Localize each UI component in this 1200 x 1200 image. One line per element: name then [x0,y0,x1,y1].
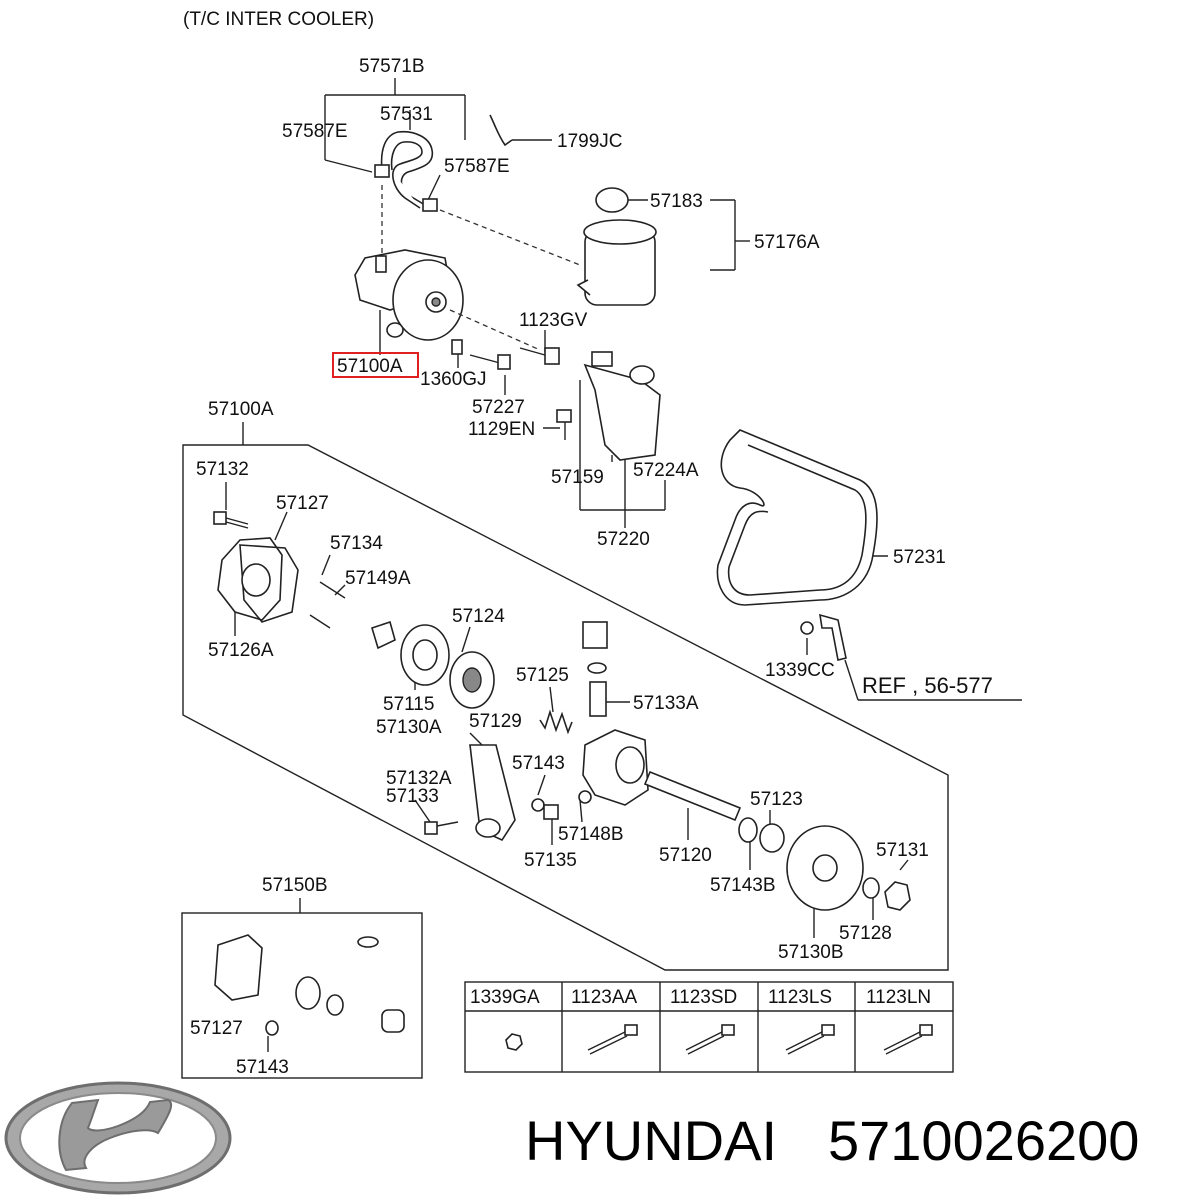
bracket-small-icon [800,613,847,661]
kit-o-ring-small-icon [357,936,379,948]
nut-icon [884,881,911,911]
label-57115: 57115 [383,694,434,715]
label-57123: 57123 [750,789,803,810]
reservoir-icon [576,187,657,306]
label-57120: 57120 [659,845,712,866]
table-header-5: 1123LN [866,987,931,1008]
label-57143-b: 57143 [236,1057,289,1078]
cover-bolt-icon [213,511,249,529]
label-57127-b: 57127 [190,1018,243,1039]
fastener-table [464,981,954,1073]
hose-clamp-right-icon [422,198,438,212]
label-57176A: 57176A [754,232,820,253]
label-57149A: 57149A [345,568,411,589]
label-57133A: 57133A [633,693,699,714]
reservoir-cap-icon [595,187,629,213]
o-ring-icon [531,798,545,812]
label-57127-a: 57127 [276,493,329,514]
label-57224A: 57224A [633,460,699,481]
hose-clamp-left-icon [374,164,390,178]
label-57587E-b: 57587E [444,156,510,177]
label-57129: 57129 [469,711,522,732]
label-57128: 57128 [839,923,892,944]
label-57183: 57183 [650,191,703,212]
hose-clip-icon [489,114,513,147]
label-57134: 57134 [330,533,383,554]
kit-gasket-icon [214,934,263,1001]
label-57130B: 57130B [778,942,844,963]
label-57148B: 57148B [558,824,624,845]
label-1123GV: 1123GV [519,310,588,331]
seal-kit-parts [214,934,405,1036]
table-header-1: 1339GA [470,987,540,1008]
return-hose [374,130,438,212]
table-header-3: 1123SD [670,987,737,1008]
table-fasteners [505,1024,933,1055]
sensor-icon [543,804,559,820]
power-steering-pump-icon [354,249,464,341]
connector-icon [582,621,608,649]
kit-seal-icon [381,1009,405,1033]
highlight-box [332,352,419,378]
label-57531: 57531 [380,104,433,125]
bolt-1123AA-icon [624,1024,638,1036]
brand-name: HYUNDAI [525,1109,777,1172]
label-57227: 57227 [472,397,525,418]
bolt-icon [451,339,572,440]
bolt-1123LN-icon [919,1024,933,1036]
washer-icon [862,877,880,899]
label-57150B: 57150B [262,875,328,896]
dowel-pin-icon [319,581,346,599]
label-57135: 57135 [524,850,577,871]
bolt-1123LS-icon [821,1024,835,1036]
label-57130A: 57130A [376,717,442,738]
label-1799JC: 1799JC [557,131,623,152]
label-57100A-highlighted: 57100A [337,356,403,377]
label-57571B: 57571B [359,56,425,77]
cover-gasket-icon [239,544,299,623]
exploded-view-frame [182,444,949,971]
nut-1339GA-icon [505,1033,523,1051]
label-1360GJ: 1360GJ [420,369,487,390]
label-57143-a: 57143 [512,753,565,774]
drive-belt-icon [716,429,878,606]
label-57587E-a: 57587E [282,121,348,142]
shaft-seal-icon [738,817,758,843]
diagram-title: (T/C INTER COOLER) [183,9,374,30]
label-57132A: 57132A [386,768,452,789]
bracket-icon [583,351,661,461]
seal-kit-box [181,912,423,1079]
label-57143B: 57143B [710,875,776,896]
label-1339CC: 1339CC [765,660,835,681]
label-57124: 57124 [452,606,505,627]
spring-icon [539,709,573,735]
table-header-4: 1123LS [768,987,832,1008]
label-1129EN: 1129EN [468,419,535,440]
label-57159: 57159 [551,467,604,488]
bolt-1123SD-icon [721,1024,735,1036]
exploded-parts [213,511,911,911]
upper-leaders [324,78,1022,701]
lever-icon [469,744,516,842]
label-57133: 57133 [386,786,439,807]
snap-ring-icon [759,823,785,853]
part-number: 5710026200 [828,1109,1139,1172]
label-57126A: 57126A [208,640,274,661]
label-57125: 57125 [516,665,569,686]
kit-o-ring-large-icon [295,976,321,1010]
hyundai-logo-icon [4,1081,232,1195]
label-57100A: 57100A [208,399,274,420]
table-header-2: 1123AA [571,987,638,1008]
label-ref-56-577: REF , 56-577 [862,673,993,698]
shaft-icon [643,770,742,822]
label-57131: 57131 [876,840,929,861]
exploded-leaders [225,482,909,938]
bushing-icon [371,620,396,650]
label-57132: 57132 [196,459,249,480]
label-57220: 57220 [597,529,650,550]
label-57231: 57231 [893,547,946,568]
